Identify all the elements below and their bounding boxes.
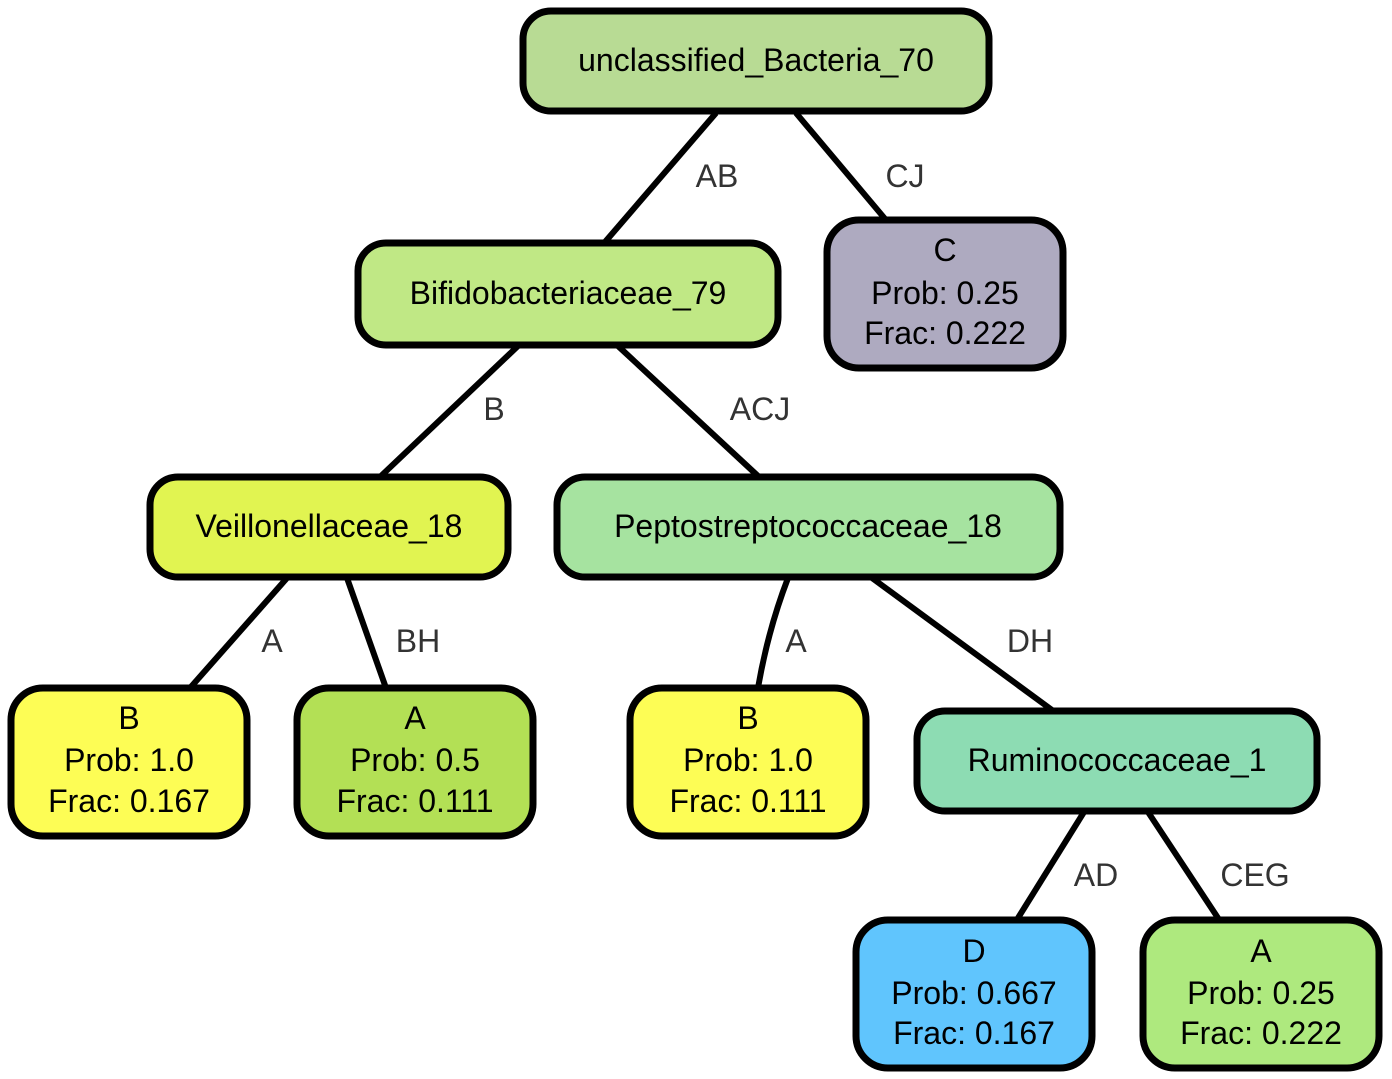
- tree-edges: [187, 111, 1221, 920]
- leaf-b2-prob: Prob: 1.0: [683, 742, 813, 778]
- leaf-d-box: [852, 916, 1096, 1072]
- edge-root-to-bifido: [602, 111, 719, 244]
- leaf-a2-box: [1139, 916, 1383, 1072]
- leaf-node-c: C Prob: 0.25 Frac: 0.222: [823, 216, 1067, 372]
- edge-rumino-to-a2: [1145, 810, 1221, 920]
- node-root-box: [519, 7, 993, 115]
- leaf-b1-title: B: [118, 700, 139, 736]
- leaf-b1-prob: Prob: 1.0: [64, 742, 194, 778]
- leaf-b1-box: [7, 684, 251, 840]
- leaf-a2-frac: Frac: 0.222: [1180, 1015, 1342, 1051]
- edge-rumino-to-d: [1015, 810, 1087, 920]
- edge-veillo-to-b1: [187, 576, 290, 690]
- tree-edge-labels: AB CJ B ACJ A BH A DH AD CEG: [261, 158, 1289, 893]
- leaf-a2-title: A: [1250, 933, 1272, 969]
- leaf-a1-frac: Frac: 0.111: [336, 783, 493, 819]
- node-veillo-title: Veillonellaceae_18: [196, 508, 463, 544]
- node-peptostreptococcaceae: Peptostreptococcaceae_18: [553, 473, 1064, 581]
- leaf-a2-prob: Prob: 0.25: [1187, 975, 1335, 1011]
- edge-label-bifido-veillo: B: [483, 391, 504, 427]
- node-ruminococcaceae: Ruminococcaceae_1: [913, 707, 1321, 815]
- edge-label-pepto-rumino: DH: [1007, 623, 1053, 659]
- leaf-c-title: C: [933, 232, 956, 268]
- edge-pepto-to-b2: [755, 576, 791, 689]
- node-root: unclassified_Bacteria_70: [519, 7, 993, 115]
- leaf-node-a1: A Prob: 0.5 Frac: 0.111: [293, 684, 537, 840]
- node-bifido-box: [354, 239, 782, 349]
- leaf-c-frac: Frac: 0.222: [864, 315, 1026, 351]
- leaf-a1-title: A: [404, 700, 426, 736]
- edge-label-root-c: CJ: [885, 158, 924, 194]
- leaf-b2-title: B: [737, 700, 758, 736]
- edge-pepto-to-rumino: [870, 575, 1054, 713]
- node-rumino-box: [913, 707, 1321, 815]
- leaf-b1-frac: Frac: 0.167: [48, 783, 210, 819]
- leaf-node-a2: A Prob: 0.25 Frac: 0.222: [1139, 916, 1383, 1072]
- leaf-d-prob: Prob: 0.667: [891, 975, 1056, 1011]
- node-veillonellaceae: Veillonellaceae_18: [146, 473, 512, 581]
- leaf-b2-box: [626, 684, 870, 840]
- leaf-node-b2: B Prob: 1.0 Frac: 0.111: [626, 684, 870, 840]
- node-rumino-title: Ruminococcaceae_1: [968, 742, 1267, 778]
- leaf-node-d: D Prob: 0.667 Frac: 0.167: [852, 916, 1096, 1072]
- leaf-d-title: D: [962, 933, 985, 969]
- node-bifidobacteriaceae: Bifidobacteriaceae_79: [354, 239, 782, 349]
- node-pepto-box: [553, 473, 1064, 581]
- leaf-c-box: [823, 216, 1067, 372]
- leaf-c-prob: Prob: 0.25: [871, 275, 1019, 311]
- node-bifido-title: Bifidobacteriaceae_79: [410, 275, 727, 311]
- leaf-a1-box: [293, 684, 537, 840]
- edge-label-rumino-d: AD: [1074, 857, 1118, 893]
- edge-veillo-to-a1: [344, 576, 389, 690]
- leaf-a1-prob: Prob: 0.5: [350, 742, 480, 778]
- node-pepto-title: Peptostreptococcaceae_18: [614, 508, 1002, 544]
- edge-label-pepto-b2: A: [785, 623, 807, 659]
- node-veillo-box: [146, 473, 512, 581]
- edge-label-veillo-b1: A: [261, 623, 283, 659]
- leaf-node-b1: B Prob: 1.0 Frac: 0.167: [7, 684, 251, 840]
- edge-label-veillo-a1: BH: [396, 623, 440, 659]
- leaf-d-frac: Frac: 0.167: [893, 1015, 1055, 1051]
- edge-bifido-to-pepto: [615, 343, 761, 479]
- leaf-b2-frac: Frac: 0.111: [669, 783, 826, 819]
- edge-label-root-bifido: AB: [696, 158, 739, 194]
- edge-label-bifido-pepto: ACJ: [730, 391, 790, 427]
- edge-root-to-c: [793, 111, 889, 222]
- edge-label-rumino-a2: CEG: [1220, 857, 1289, 893]
- node-root-title: unclassified_Bacteria_70: [578, 42, 934, 78]
- edge-bifido-to-veillo: [378, 343, 521, 479]
